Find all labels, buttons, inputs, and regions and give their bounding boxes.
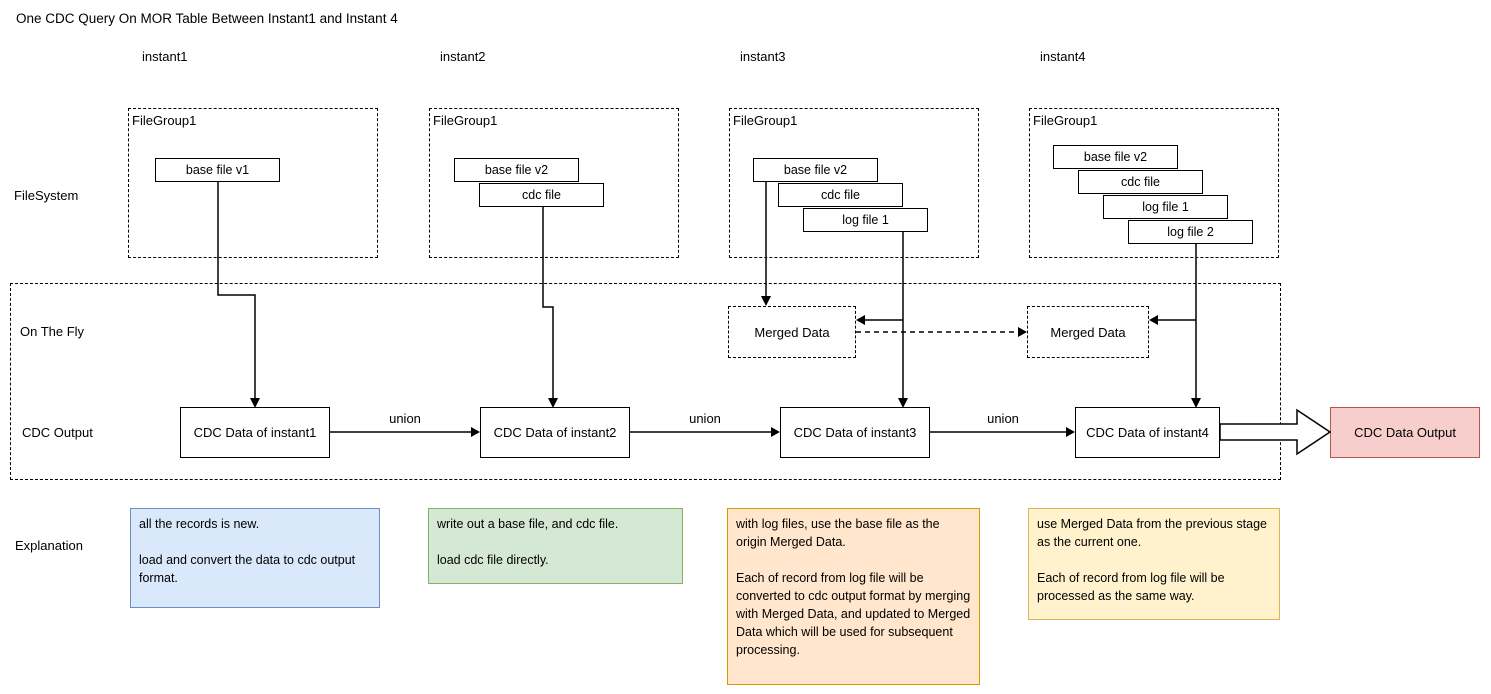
filegroup-box-instant2: FileGroup1 [429,108,679,258]
column-label-instant4: instant4 [1040,49,1086,64]
explanation-box-instant1: all the records is new. load and convert… [130,508,380,608]
cdc-data-box-instant3: CDC Data of instant3 [780,407,930,458]
row-label-explanation: Explanation [15,538,83,553]
file-box-cdc-file: cdc file [778,183,903,207]
cdc-data-box-instant1: CDC Data of instant1 [180,407,330,458]
file-box-base-v1: base file v1 [155,158,280,182]
merged-data-box-1: Merged Data [728,306,856,358]
explanation-paragraph: Each of record from log file will be pro… [1037,571,1225,603]
file-box-cdc-file: cdc file [1078,170,1203,194]
explanation-paragraph: all the records is new. [139,517,260,531]
explanation-box-instant3: with log files, use the base file as the… [727,508,980,685]
diagram-title: One CDC Query On MOR Table Between Insta… [16,11,398,26]
column-label-instant2: instant2 [440,49,486,64]
row-label-filesystem: FileSystem [14,188,79,203]
cdc-data-box-instant2: CDC Data of instant2 [480,407,630,458]
cdc-data-output-box: CDC Data Output [1330,407,1480,458]
explanation-paragraph: Each of record from log file will be con… [736,571,971,657]
column-label-instant3: instant3 [740,49,786,64]
filegroup-label: FileGroup1 [132,113,197,128]
row-label-on-the-fly: On The Fly [20,324,85,339]
row-label-cdc-output: CDC Output [22,425,93,440]
merged-data-box-2: Merged Data [1027,306,1149,358]
file-box-log-file-2: log file 2 [1128,220,1253,244]
file-box-base-v2: base file v2 [753,158,878,182]
file-box-base-v2: base file v2 [454,158,579,182]
explanation-paragraph: use Merged Data from the previous stage … [1037,517,1267,549]
explanation-paragraph: load and convert the data to cdc output … [139,553,356,585]
filegroup-box-instant3: FileGroup1 [729,108,979,258]
explanation-box-instant2: write out a base file, and cdc file. loa… [428,508,683,584]
column-label-instant1: instant1 [142,49,188,64]
file-box-log-file-1: log file 1 [1103,195,1228,219]
filegroup-label: FileGroup1 [433,113,498,128]
union-label-1: union [389,411,421,426]
processing-region-box [10,283,1281,480]
filegroup-box-instant1: FileGroup1 [128,108,378,258]
union-label-3: union [987,411,1019,426]
file-box-log-file-1: log file 1 [803,208,928,232]
filegroup-label: FileGroup1 [733,113,798,128]
cdc-data-box-instant4: CDC Data of instant4 [1075,407,1220,458]
file-box-base-v2: base file v2 [1053,145,1178,169]
explanation-paragraph: load cdc file directly. [437,553,549,567]
explanation-paragraph: with log files, use the base file as the… [736,517,940,549]
union-label-2: union [689,411,721,426]
explanation-paragraph: write out a base file, and cdc file. [437,517,619,531]
filegroup-box-instant4: FileGroup1 [1029,108,1279,258]
explanation-box-instant4: use Merged Data from the previous stage … [1028,508,1280,620]
filegroup-label: FileGroup1 [1033,113,1098,128]
file-box-cdc-file: cdc file [479,183,604,207]
